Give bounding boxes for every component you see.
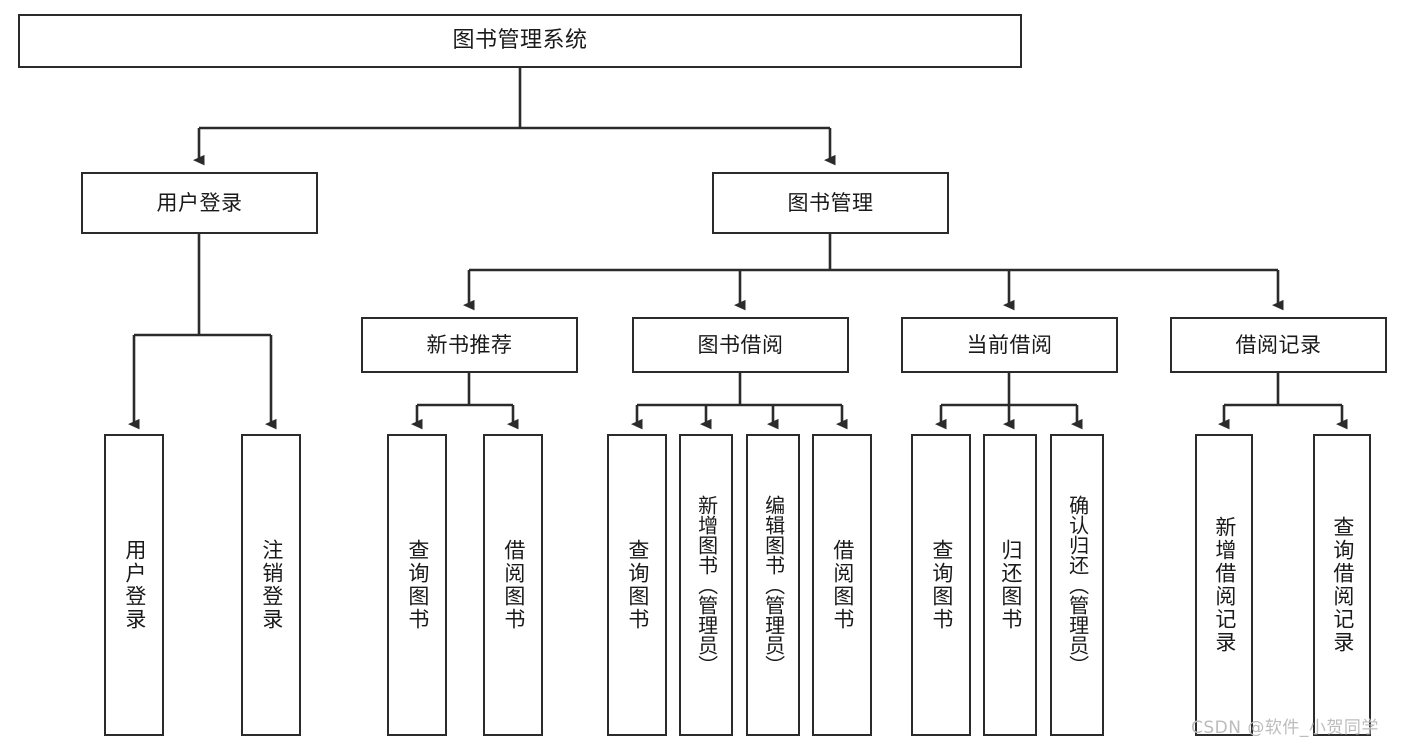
node-label: 新书推荐 bbox=[426, 332, 513, 357]
leaf-query-book-borrow[interactable]: 查询图书 bbox=[607, 434, 667, 736]
leaf-user-logout[interactable]: 注销登录 bbox=[241, 434, 301, 736]
node-label: 图书管理 bbox=[787, 190, 874, 215]
node-label: 图书借阅 bbox=[697, 332, 784, 357]
node-label: 用户登录 bbox=[156, 190, 243, 215]
leaf-borrow-book-borrow[interactable]: 借阅图书 bbox=[812, 434, 872, 736]
node-label: 当前借阅 bbox=[966, 332, 1053, 357]
node-label: 注销登录 bbox=[259, 539, 284, 631]
node-label: 归还图书 bbox=[998, 539, 1023, 631]
leaf-query-book-recommend[interactable]: 查询图书 bbox=[387, 434, 447, 736]
leaf-query-book-current[interactable]: 查询图书 bbox=[911, 434, 971, 736]
node-book-management[interactable]: 图书管理 bbox=[712, 172, 949, 234]
leaf-confirm-return-admin[interactable]: 确认归还（管理员） bbox=[1050, 434, 1104, 736]
node-label: 新增借阅记录 bbox=[1212, 516, 1237, 654]
node-label: 查询借阅记录 bbox=[1330, 516, 1355, 654]
leaf-user-login[interactable]: 用户登录 bbox=[104, 434, 164, 736]
node-new-book-recommend[interactable]: 新书推荐 bbox=[361, 317, 578, 373]
node-borrow-record[interactable]: 借阅记录 bbox=[1170, 317, 1387, 373]
node-label: 查询图书 bbox=[405, 539, 430, 631]
node-current-borrow[interactable]: 当前借阅 bbox=[901, 317, 1118, 373]
leaf-return-book[interactable]: 归还图书 bbox=[983, 434, 1037, 736]
csdn-watermark: CSDN @软件_小贺同学 bbox=[1191, 718, 1379, 738]
node-label: 确认归还（管理员） bbox=[1065, 495, 1090, 675]
node-label: 图书管理系统 bbox=[452, 28, 588, 54]
leaf-add-borrow-record[interactable]: 新增借阅记录 bbox=[1195, 434, 1253, 736]
leaf-query-borrow-record[interactable]: 查询借阅记录 bbox=[1313, 434, 1371, 736]
node-label: 查询图书 bbox=[625, 539, 650, 631]
node-label: 借阅图书 bbox=[830, 539, 855, 631]
node-label: 新增图书（管理员） bbox=[694, 495, 719, 675]
node-label: 借阅记录 bbox=[1235, 332, 1322, 357]
node-label: 用户登录 bbox=[122, 539, 147, 631]
node-label: 查询图书 bbox=[929, 539, 954, 631]
node-book-management-system[interactable]: 图书管理系统 bbox=[18, 14, 1022, 68]
leaf-edit-book-admin[interactable]: 编辑图书（管理员） bbox=[746, 434, 800, 736]
leaf-borrow-book-recommend[interactable]: 借阅图书 bbox=[483, 434, 543, 736]
leaf-add-book-admin[interactable]: 新增图书（管理员） bbox=[679, 434, 733, 736]
node-label: 借阅图书 bbox=[501, 539, 526, 631]
node-label: 编辑图书（管理员） bbox=[761, 495, 786, 675]
node-book-borrow[interactable]: 图书借阅 bbox=[632, 317, 849, 373]
node-user-login[interactable]: 用户登录 bbox=[81, 172, 318, 234]
